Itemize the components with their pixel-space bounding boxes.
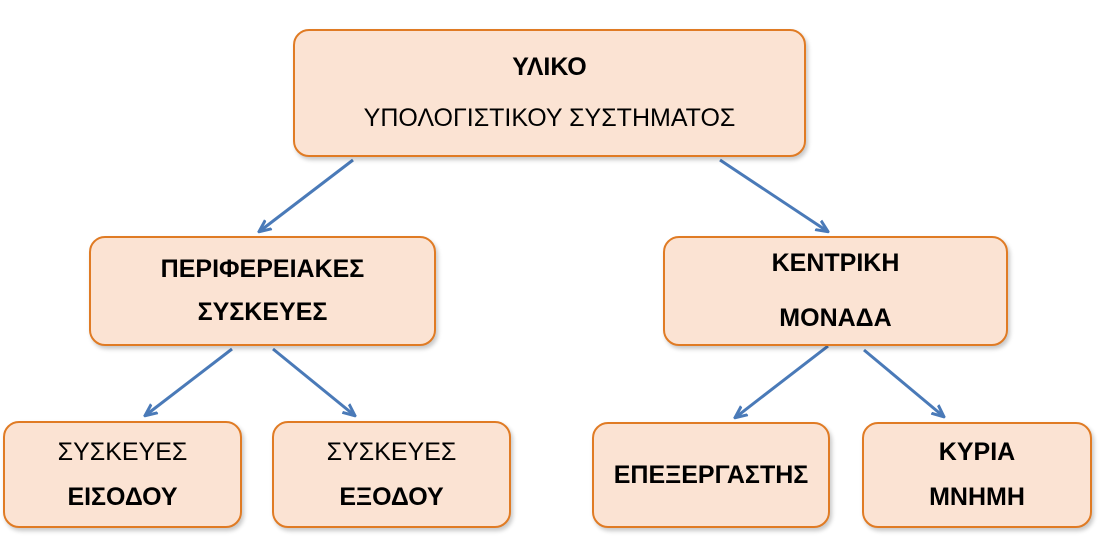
node-input-line2: ΕΙΣΟΔΟΥ bbox=[67, 482, 178, 511]
node-memory-line2: ΜΝΗΜΗ bbox=[929, 483, 1025, 511]
node-peripheral-line2: ΣΥΣΚΕΥΕΣ bbox=[197, 298, 328, 326]
node-input-line1: ΣΥΣΚΕΥΕΣ bbox=[57, 437, 188, 466]
node-main-memory: ΚΥΡΙΑ ΜΝΗΜΗ bbox=[862, 422, 1092, 528]
node-root-line2: ΥΠΟΛΟΓΙΣΤΙΚΟΥ ΣΥΣΤΗΜΑΤΟΣ bbox=[363, 104, 736, 132]
node-computer-hardware: ΥΛΙΚΟ ΥΠΟΛΟΓΙΣΤΙΚΟΥ ΣΥΣΤΗΜΑΤΟΣ bbox=[293, 29, 806, 157]
node-memory-line1: ΚΥΡΙΑ bbox=[938, 438, 1016, 466]
arrow-central-to-memory bbox=[863, 348, 943, 416]
node-peripheral-devices: ΠΕΡΙΦΕΡΕΙΑΚΕΣ ΣΥΣΚΕΥΕΣ bbox=[89, 236, 436, 346]
node-central-line2: ΜΟΝΑΔΑ bbox=[779, 304, 892, 332]
node-input-devices: ΣΥΣΚΕΥΕΣ ΕΙΣΟΔΟΥ bbox=[3, 421, 242, 528]
node-processor: ΕΠΕΞΕΡΓΑΣΤΗΣ bbox=[592, 422, 830, 528]
node-output-line2: ΕΞΟΔΟΥ bbox=[339, 482, 444, 511]
node-peripheral-line1: ΠΕΡΙΦΕΡΕΙΑΚΕΣ bbox=[160, 255, 365, 283]
arrow-root-to-peripheral bbox=[260, 158, 354, 231]
node-processor-line1: ΕΠΕΞΕΡΓΑΣΤΗΣ bbox=[613, 460, 809, 489]
node-root-line1: ΥΛΙΚΟ bbox=[512, 53, 587, 81]
arrow-peripheral-to-output bbox=[272, 347, 354, 415]
arrow-central-to-processor bbox=[736, 344, 829, 417]
node-central-unit: ΚΕΝΤΡΙΚΗ ΜΟΝΑΔΑ bbox=[663, 236, 1008, 346]
node-central-line1: ΚΕΝΤΡΙΚΗ bbox=[771, 249, 900, 277]
node-output-line1: ΣΥΣΚΕΥΕΣ bbox=[326, 437, 457, 466]
arrow-root-to-central bbox=[719, 158, 827, 231]
arrow-peripheral-to-input bbox=[146, 347, 233, 415]
node-output-devices: ΣΥΣΚΕΥΕΣ ΕΞΟΔΟΥ bbox=[272, 421, 511, 528]
